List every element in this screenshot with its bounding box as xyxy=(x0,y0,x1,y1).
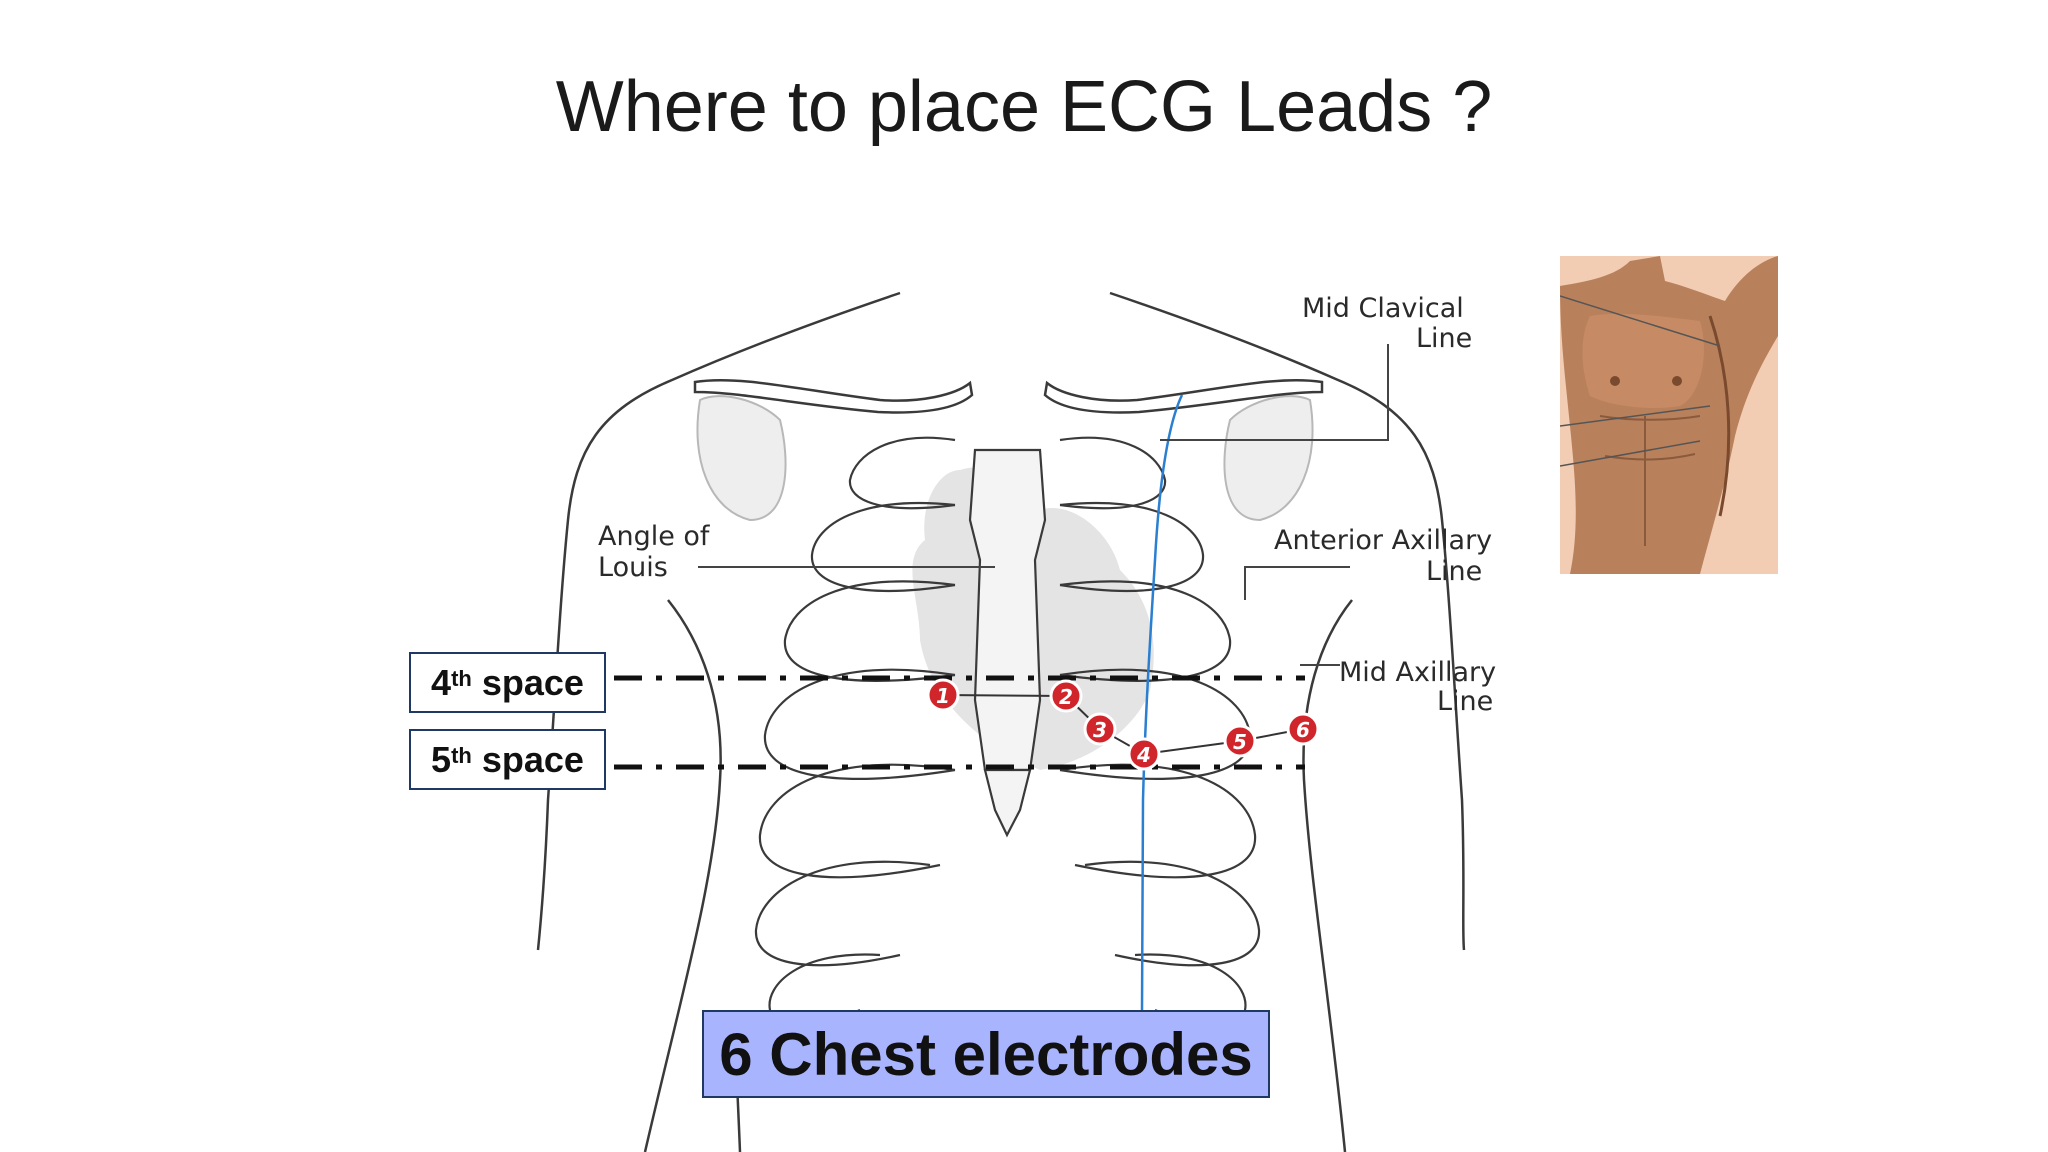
mid-clavical-label-line2: Line xyxy=(1416,323,1472,354)
mid-axillary-label-line2: Line xyxy=(1437,686,1493,717)
electrode-markers: 1 2 3 4 5 6 xyxy=(926,678,1320,771)
fourth-space-num: 4 xyxy=(431,661,452,703)
anterior-axillary-label-line2: Line xyxy=(1426,556,1482,587)
angle-of-louis-label-line1: Angle of xyxy=(598,521,711,552)
torso-outline xyxy=(536,291,1466,1152)
chest-electrodes-callout: 6 Chest electrodes xyxy=(702,1010,1270,1098)
label-pointer-lines xyxy=(698,344,1389,666)
intercostal-space-lines xyxy=(614,675,1305,770)
anterior-axillary-label-line1: Anterior Axillary xyxy=(1274,525,1492,556)
electrode-v5: 5 xyxy=(1223,724,1257,758)
mid-axillary-label-line1: Mid Axillary xyxy=(1339,657,1496,688)
clavicles xyxy=(693,379,1324,414)
fifth-space-word: space xyxy=(481,738,584,780)
angle-of-louis-label-line2: Louis xyxy=(598,552,668,583)
fourth-space-word: space xyxy=(481,661,584,703)
mid-clavicular-guide-line xyxy=(1140,394,1184,1011)
sternum xyxy=(968,448,1047,838)
electrode-v1-label: 1 xyxy=(936,684,950,708)
electrode-v1: 1 xyxy=(926,678,960,712)
electrode-v4: 4 xyxy=(1127,737,1161,771)
fifth-space-num: 5 xyxy=(431,738,452,780)
electrode-v3-label: 3 xyxy=(1093,718,1107,742)
electrode-v2-label: 2 xyxy=(1059,685,1073,709)
scapula-shading xyxy=(696,395,1314,522)
mid-clavical-label-line1: Mid Clavical xyxy=(1302,293,1464,324)
electrode-v6: 6 xyxy=(1286,712,1320,746)
slide-title: Where to place ECG Leads ? xyxy=(555,67,1493,147)
electrode-v6-label: 6 xyxy=(1296,718,1310,742)
electrode-v2: 2 xyxy=(1049,679,1083,713)
torso-photo xyxy=(1560,256,1778,574)
electrode-v5-label: 5 xyxy=(1233,730,1247,754)
electrode-v3: 3 xyxy=(1083,712,1117,746)
electrode-v4-label: 4 xyxy=(1136,743,1151,767)
